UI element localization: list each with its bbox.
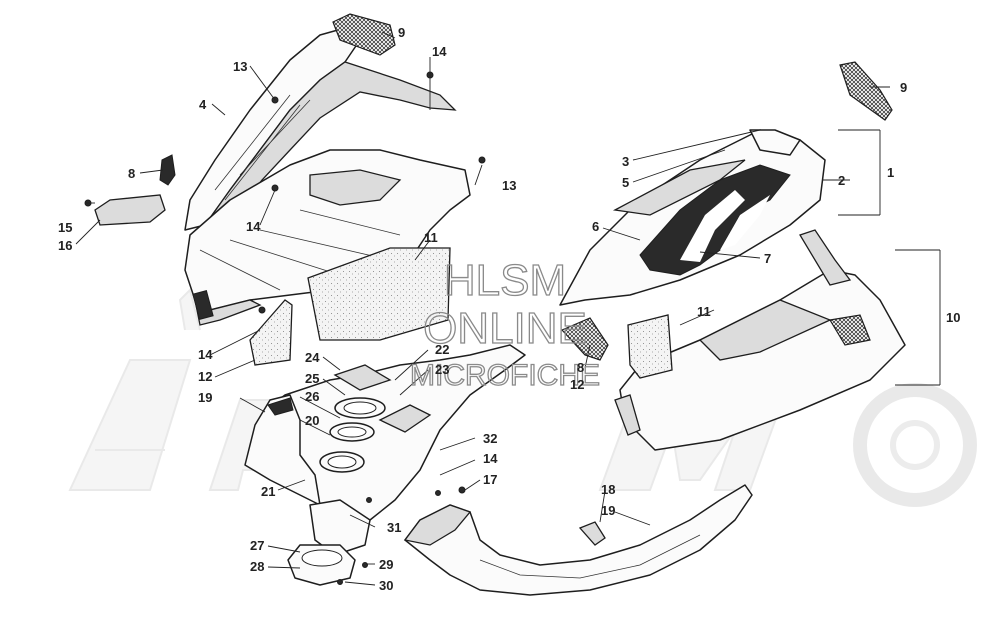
callout-24: 24 (305, 350, 320, 365)
callout-6: 6 (592, 219, 599, 234)
watermark: HLSM ONLINE MICROFICHE (409, 255, 600, 392)
air-intake-cup (287, 544, 356, 586)
foam-block-small (249, 299, 293, 366)
gauge-bezel-cover (333, 364, 392, 391)
callout-10: 10 (946, 310, 960, 325)
callout-7: 7 (764, 251, 771, 266)
callout-5: 5 (622, 175, 629, 190)
callout-13-left: 13 (233, 59, 247, 74)
callout-9-right: 9 (900, 80, 907, 95)
callout-14-left: 14 (198, 347, 213, 362)
callout-9-left: 9 (398, 25, 405, 40)
callout-19-right: 19 (601, 503, 615, 518)
callout-22: 22 (435, 342, 449, 357)
watermark-line-3: MICROFICHE (410, 359, 600, 392)
belly-pan (403, 484, 753, 596)
side-panel-assembly (559, 129, 826, 306)
callout-14-mid: 14 (246, 219, 261, 234)
callout-13-right: 13 (502, 178, 516, 193)
callout-21: 21 (261, 484, 275, 499)
watermark-line-2: ONLINE (423, 304, 587, 353)
callout-30: 30 (379, 578, 393, 593)
callout-27: 27 (250, 538, 264, 553)
leader-lines (75, 31, 941, 586)
callout-1: 1 (887, 165, 894, 180)
callout-19-left: 19 (198, 390, 212, 405)
hood-body (184, 149, 471, 326)
mounting-bracket-left (84, 194, 166, 226)
console-support (264, 344, 526, 526)
callout-12-left: 12 (198, 369, 212, 384)
callout-14-top: 14 (432, 44, 447, 59)
callout-3: 3 (622, 154, 629, 169)
callout-14-lower: 14 (483, 451, 498, 466)
callout-labels: 1 2 3 4 5 6 7 8 8 9 9 10 11 11 12 12 13 … (58, 25, 960, 593)
side-badge-left (159, 154, 176, 186)
vent-mesh-left (332, 13, 396, 56)
callout-8-right: 8 (577, 360, 584, 375)
callout-11-right: 11 (697, 304, 711, 319)
lower-bracket (309, 499, 371, 556)
callout-12-right: 12 (570, 377, 584, 392)
callout-16: 16 (58, 238, 72, 253)
callout-32: 32 (483, 431, 497, 446)
callout-23: 23 (435, 362, 449, 377)
callout-26: 26 (305, 389, 319, 404)
callout-28: 28 (250, 559, 264, 574)
side-duct-left (244, 394, 321, 506)
callout-17: 17 (483, 472, 497, 487)
callout-20: 20 (305, 413, 319, 428)
callout-2: 2 (838, 173, 845, 188)
foam-pad-right (627, 314, 673, 379)
callout-8-left: 8 (128, 166, 135, 181)
callout-4: 4 (199, 97, 207, 112)
callout-25: 25 (305, 371, 319, 386)
lower-side-panel (614, 229, 906, 451)
callout-31: 31 (387, 520, 401, 535)
side-mesh-right (560, 317, 609, 361)
callout-18: 18 (601, 482, 615, 497)
foam-pad-left (307, 247, 451, 341)
watermark-line-1: HLSM (444, 256, 566, 305)
vent-mesh-right (839, 61, 893, 121)
callout-11-left: 11 (424, 230, 438, 245)
callout-29: 29 (379, 557, 393, 572)
callout-15: 15 (58, 220, 72, 235)
